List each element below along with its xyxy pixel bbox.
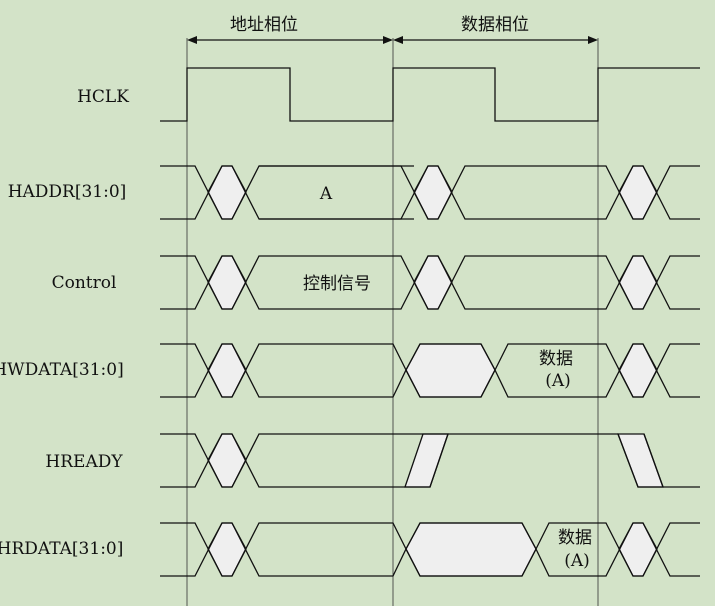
address-phase-arrow	[187, 36, 393, 44]
hclk-waveform	[160, 67, 700, 122]
data-phase-arrow	[393, 36, 598, 44]
haddr-value: A	[319, 184, 333, 204]
address-phase-label: 地址相位	[230, 15, 298, 35]
data-phase-label: 数据相位	[461, 15, 529, 35]
hrdata-value-line1: 数据	[558, 528, 592, 548]
control-value: 控制信号	[303, 274, 371, 294]
hready-waveform	[160, 433, 700, 488]
signal-label-hready: HREADY	[45, 452, 123, 472]
hwdata-waveform	[160, 343, 700, 398]
control-waveform	[160, 255, 700, 310]
hrdata-waveform	[160, 522, 700, 577]
hrdata-value-line2: (A)	[564, 551, 590, 571]
signal-label-control: Control	[52, 273, 117, 293]
hwdata-value-line2: (A)	[545, 371, 571, 391]
signal-label-haddr: HADDR[31:0]	[8, 182, 127, 202]
haddr-waveform	[160, 165, 700, 220]
signal-label-hwdata: HWDATA[31:0]	[0, 360, 124, 380]
signal-label-hrdata: HRDATA[31:0]	[0, 539, 123, 559]
hwdata-value-line1: 数据	[539, 349, 573, 369]
signal-label-hclk: HCLK	[77, 87, 129, 107]
